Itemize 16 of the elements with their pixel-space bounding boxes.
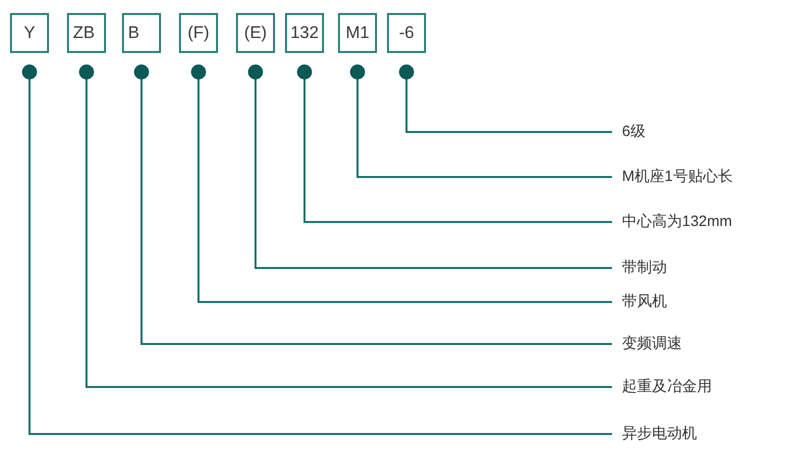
meaning-label: 6级	[612, 122, 646, 142]
meaning-label: 带制动	[612, 258, 667, 278]
code-box: B	[122, 13, 161, 53]
code-box: (E)	[236, 13, 275, 53]
meaning-label: 异步电动机	[612, 424, 697, 444]
code-box: (F)	[179, 13, 218, 53]
code-box: M1	[338, 13, 377, 53]
meaning-label: 中心高为132mm	[612, 212, 732, 232]
meaning-label: 带风机	[612, 292, 667, 312]
meaning-label: M机座1号贴心长	[612, 167, 733, 187]
code-box: Y	[10, 13, 49, 53]
code-box: 132	[285, 13, 324, 53]
meaning-label: 起重及冶金用	[612, 377, 712, 397]
code-box: ZB	[67, 13, 106, 53]
code-box: -6	[387, 13, 426, 53]
meaning-label: 变频调速	[612, 334, 682, 354]
